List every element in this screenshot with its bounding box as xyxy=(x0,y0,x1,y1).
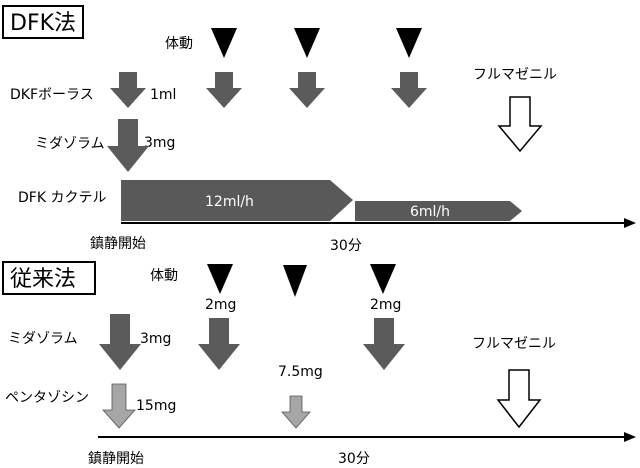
dfk-midazolam-label: ミダゾラム xyxy=(35,136,105,152)
conventional-midazolam-arrow-1 xyxy=(99,314,141,370)
dfk-bolus-dose: 1ml xyxy=(150,87,176,103)
conventional-midazolam-arrow-3 xyxy=(363,318,405,370)
conventional-title: 従来法 xyxy=(10,267,76,292)
dfk-cocktail-label: DFK カクテル xyxy=(18,190,106,206)
conventional-midazolam-arrow-2 xyxy=(198,318,240,370)
dfk-time-label: 30分 xyxy=(330,238,362,254)
dfk-body-motion-marker-2 xyxy=(294,28,320,58)
conventional-dose-2mg-b: 2mg xyxy=(370,297,401,313)
conventional-pentazocine-arrow-1 xyxy=(102,383,136,429)
dfk-flumazenil-label: フルマゼニル xyxy=(473,67,557,83)
conventional-time-label: 30分 xyxy=(338,451,370,467)
conventional-start-label: 鎮静開始 xyxy=(88,451,144,467)
conventional-flumazenil-label: フルマゼニル xyxy=(472,336,556,352)
dfk-rate2-label: 6ml/h xyxy=(410,204,450,220)
conventional-pentazocine-dose: 15mg xyxy=(136,398,176,414)
dfk-flumazenil-arrow xyxy=(497,96,543,153)
dfk-title: DFK法 xyxy=(10,11,76,36)
conventional-body-motion-marker-3 xyxy=(370,264,396,294)
dfk-bolus-arrow-3 xyxy=(289,72,325,108)
dfk-bolus-arrow-2 xyxy=(206,72,242,108)
conventional-midazolam-label: ミダゾラム xyxy=(8,331,78,347)
dfk-start-label: 鎮静開始 xyxy=(90,236,146,252)
dfk-body-motion-marker-1 xyxy=(211,28,237,58)
dfk-body-motion-marker-3 xyxy=(396,28,422,58)
dfk-timeline-arrowhead xyxy=(624,218,636,228)
conventional-dose-2mg-a: 2mg xyxy=(205,297,236,313)
conventional-body-motion-marker-2 xyxy=(283,265,307,297)
conventional-body-motion-label: 体動 xyxy=(150,268,178,284)
conventional-pentazocine-label: ペンタゾシン xyxy=(5,390,89,406)
dfk-body-motion-label: 体動 xyxy=(165,36,193,52)
conventional-dose-7-5mg: 7.5mg xyxy=(278,364,323,380)
dfk-midazolam-dose: 3mg xyxy=(144,135,175,151)
dfk-infusion-band-2 xyxy=(355,201,522,221)
dfk-bolus-arrow-4 xyxy=(391,72,427,108)
conventional-body-motion-marker-1 xyxy=(207,264,233,294)
dfk-infusion-band-1 xyxy=(121,180,353,221)
conventional-midazolam-dose: 3mg xyxy=(140,331,171,347)
dfk-rate1-label: 12ml/h xyxy=(205,194,254,210)
conventional-flumazenil-arrow xyxy=(496,369,542,429)
dfk-bolus-label: DKFボーラス xyxy=(10,87,94,103)
conventional-timeline-arrowhead xyxy=(624,432,636,442)
dfk-bolus-arrow-1 xyxy=(110,72,146,108)
dfk-midazolam-arrow xyxy=(107,119,149,172)
dfk-title-box xyxy=(2,5,84,39)
conventional-title-box xyxy=(2,261,96,295)
conventional-pentazocine-arrow-2 xyxy=(281,395,311,429)
